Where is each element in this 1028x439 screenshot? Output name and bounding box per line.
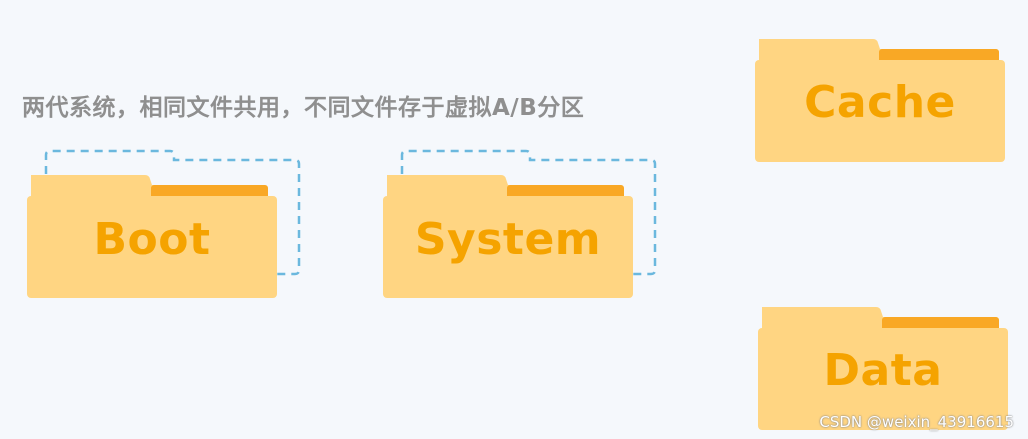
data-folder-icon [758,307,1008,430]
system-folder-icon [383,175,633,298]
boot-dashed-copy-icon [44,149,301,276]
cache-label: Cache [804,77,956,128]
system-folder: System [383,149,658,298]
system-dashed-copy-icon [400,149,657,276]
watermark: CSDN @weixin_43916615 [819,413,1014,431]
data-label: Data [823,345,943,396]
diagram-caption: 两代系统，相同文件共用，不同文件存于虚拟A/B分区 [22,95,585,121]
system-label: System [414,214,602,265]
data-folder: Data [758,307,1008,430]
boot-folder-icon [27,175,277,298]
cache-folder: Cache [755,39,1005,162]
cache-folder-icon [755,39,1005,162]
boot-label: Boot [93,214,211,265]
boot-folder: Boot [27,149,302,298]
